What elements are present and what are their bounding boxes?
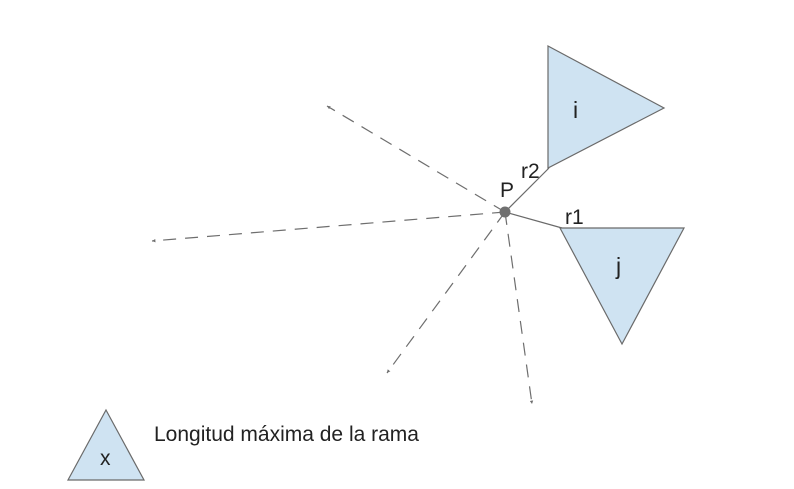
arrow-down — [504, 211, 534, 405]
legend-symbol-label: x — [100, 447, 111, 470]
branch-r1 — [504, 211, 563, 229]
legend-triangle — [66, 408, 146, 481]
branch-label-r1: r1 — [565, 206, 584, 229]
triangle-label-j: j — [615, 253, 621, 279]
legend-description: Longitud máxima de la rama — [154, 423, 419, 446]
triangle-i — [547, 44, 666, 169]
branch-label-r2: r2 — [521, 160, 540, 183]
arrow-upper-left — [326, 105, 506, 213]
triangle-label-i: i — [573, 97, 578, 123]
branch-r2 — [504, 167, 550, 213]
arrow-lower-left — [386, 211, 506, 374]
point-label: P — [500, 179, 514, 202]
point-p — [499, 206, 511, 218]
triangle-j — [558, 227, 686, 346]
arrow-left — [151, 211, 506, 243]
